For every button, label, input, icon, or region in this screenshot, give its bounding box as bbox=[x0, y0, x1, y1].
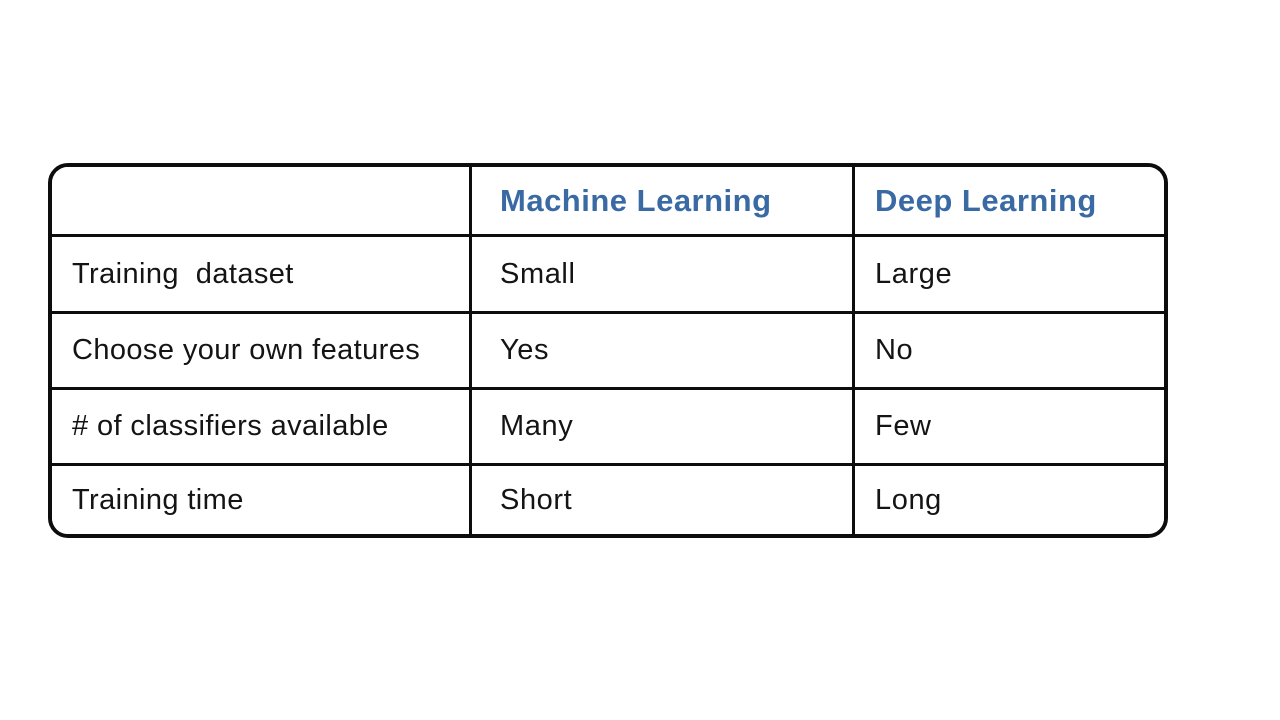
col-header-machine-learning: Machine Learning bbox=[472, 167, 855, 237]
cell-choose-features-machine-learning: Yes bbox=[472, 314, 855, 390]
cell-training-dataset-deep-learning: Large bbox=[855, 237, 1164, 314]
corner-cell bbox=[52, 167, 472, 237]
row-label-choose-your-own-features: Choose your own features bbox=[52, 314, 472, 390]
row-label-training-time: Training time bbox=[52, 466, 472, 534]
cell-training-time-deep-learning: Long bbox=[855, 466, 1164, 534]
cell-choose-features-deep-learning: No bbox=[855, 314, 1164, 390]
row-label-classifiers-available: # of classifiers available bbox=[52, 390, 472, 466]
row-label-training-dataset: Training dataset bbox=[52, 237, 472, 314]
cell-training-time-machine-learning: Short bbox=[472, 466, 855, 534]
cell-training-dataset-machine-learning: Small bbox=[472, 237, 855, 314]
cell-classifiers-deep-learning: Few bbox=[855, 390, 1164, 466]
comparison-table: Machine Learning Deep Learning Training … bbox=[48, 163, 1168, 538]
cell-classifiers-machine-learning: Many bbox=[472, 390, 855, 466]
col-header-deep-learning: Deep Learning bbox=[855, 167, 1164, 237]
